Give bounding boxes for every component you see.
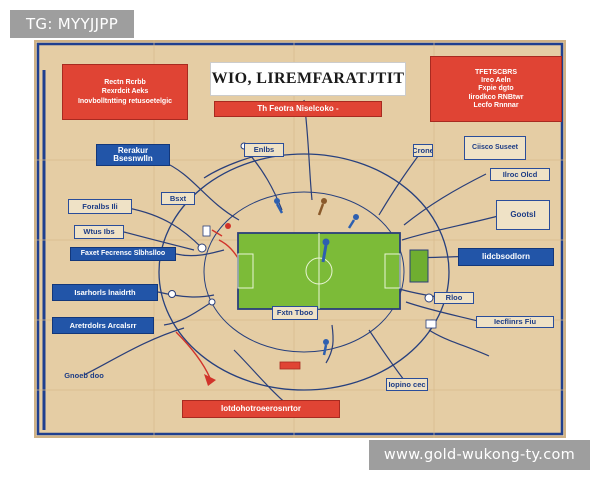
label-aretrdolrs: Aretrdolrs Arcalsrr [52, 317, 154, 334]
top-right-panel-line-2: Ireo Aeln [481, 76, 511, 84]
soccer-pitch [237, 232, 401, 310]
red-marker-icon [279, 361, 301, 370]
bottom-banner: Iotdohotroeerosnrtor [182, 400, 340, 418]
label-ilroc-olcd: Ilroc Olcd [490, 168, 550, 181]
label-bsxt: Bsxt [161, 192, 195, 205]
label-fxtn-tboo: Fxtn Tboo [272, 306, 318, 320]
top-right-panel-line-5: Lecfo Rnnnar [473, 102, 519, 110]
label-lidcbsodlorn: lidcbsodlorn [458, 248, 554, 266]
player-figures [225, 198, 359, 356]
top-left-panel-line-1: Rectn Rcrbb [104, 78, 146, 86]
label-rerakur-bsesnwlln: Rerakur Bsesnwlln [96, 144, 170, 166]
tactics-board: Rectn Rcrbb Rexrdcit Aeks Inovbolltnttin… [34, 40, 566, 438]
label-gootsl: Gootsl [496, 200, 550, 230]
top-left-panel-line-2: Rexrdcit Aeks [101, 88, 149, 96]
label-gnoeb-doo: Gnoeb doo [64, 371, 104, 381]
inner-ring [203, 191, 405, 353]
watermark-url-bottom-right: www.gold-wukong-ty.com [369, 440, 590, 470]
outer-ring [158, 153, 450, 391]
board-frame [36, 42, 564, 436]
diagram-title: WIO, LIREMFARATJTIT [210, 62, 406, 96]
diagram-subtitle: Th Feotra Niselcoko - [214, 101, 382, 117]
label-rloo: Rloo [434, 292, 474, 304]
red-arrows [175, 229, 239, 379]
side-mini-pitch [409, 249, 429, 283]
label-wtus-ibs: Wtus Ibs [74, 225, 124, 239]
watermark-tag-top-left: TG: MYYJJPP [10, 10, 134, 38]
top-right-panel-line-3: Fxpie dgto [478, 85, 514, 93]
card-icon [202, 225, 211, 237]
top-right-panel-line-4: Iirodkco RNBtwr [468, 93, 524, 101]
label-faxet-fecrensc: Faxet Fecrensc Slbhslloo [70, 247, 176, 261]
red-arrowhead [204, 374, 216, 386]
top-left-panel-line-3: Inovbolltntting retusoetelgic [77, 97, 173, 105]
top-left-panel: Rectn Rcrbb Rexrdcit Aeks Inovbolltnttin… [62, 64, 188, 120]
label-isarhorls: Isarhorls lnaidrth [52, 284, 158, 301]
top-right-panel-line-1: TFETSCBRS [475, 68, 517, 76]
label-iecflinrs-fiu: Iecflinrs Fiu [476, 316, 554, 328]
label-ciisco-suseet: Ciisco Suseet [464, 136, 526, 160]
label-enlbs: Enlbs [244, 143, 284, 157]
label-crone: Crone [413, 144, 433, 157]
label-foralbs-ili: Foralbs Ili [68, 199, 132, 214]
camera-icon [425, 319, 437, 329]
top-right-panel: TFETSCBRS Ireo Aeln Fxpie dgto Iirodkco … [430, 56, 562, 122]
label-iopino-cec: Iopino cec [386, 378, 428, 391]
